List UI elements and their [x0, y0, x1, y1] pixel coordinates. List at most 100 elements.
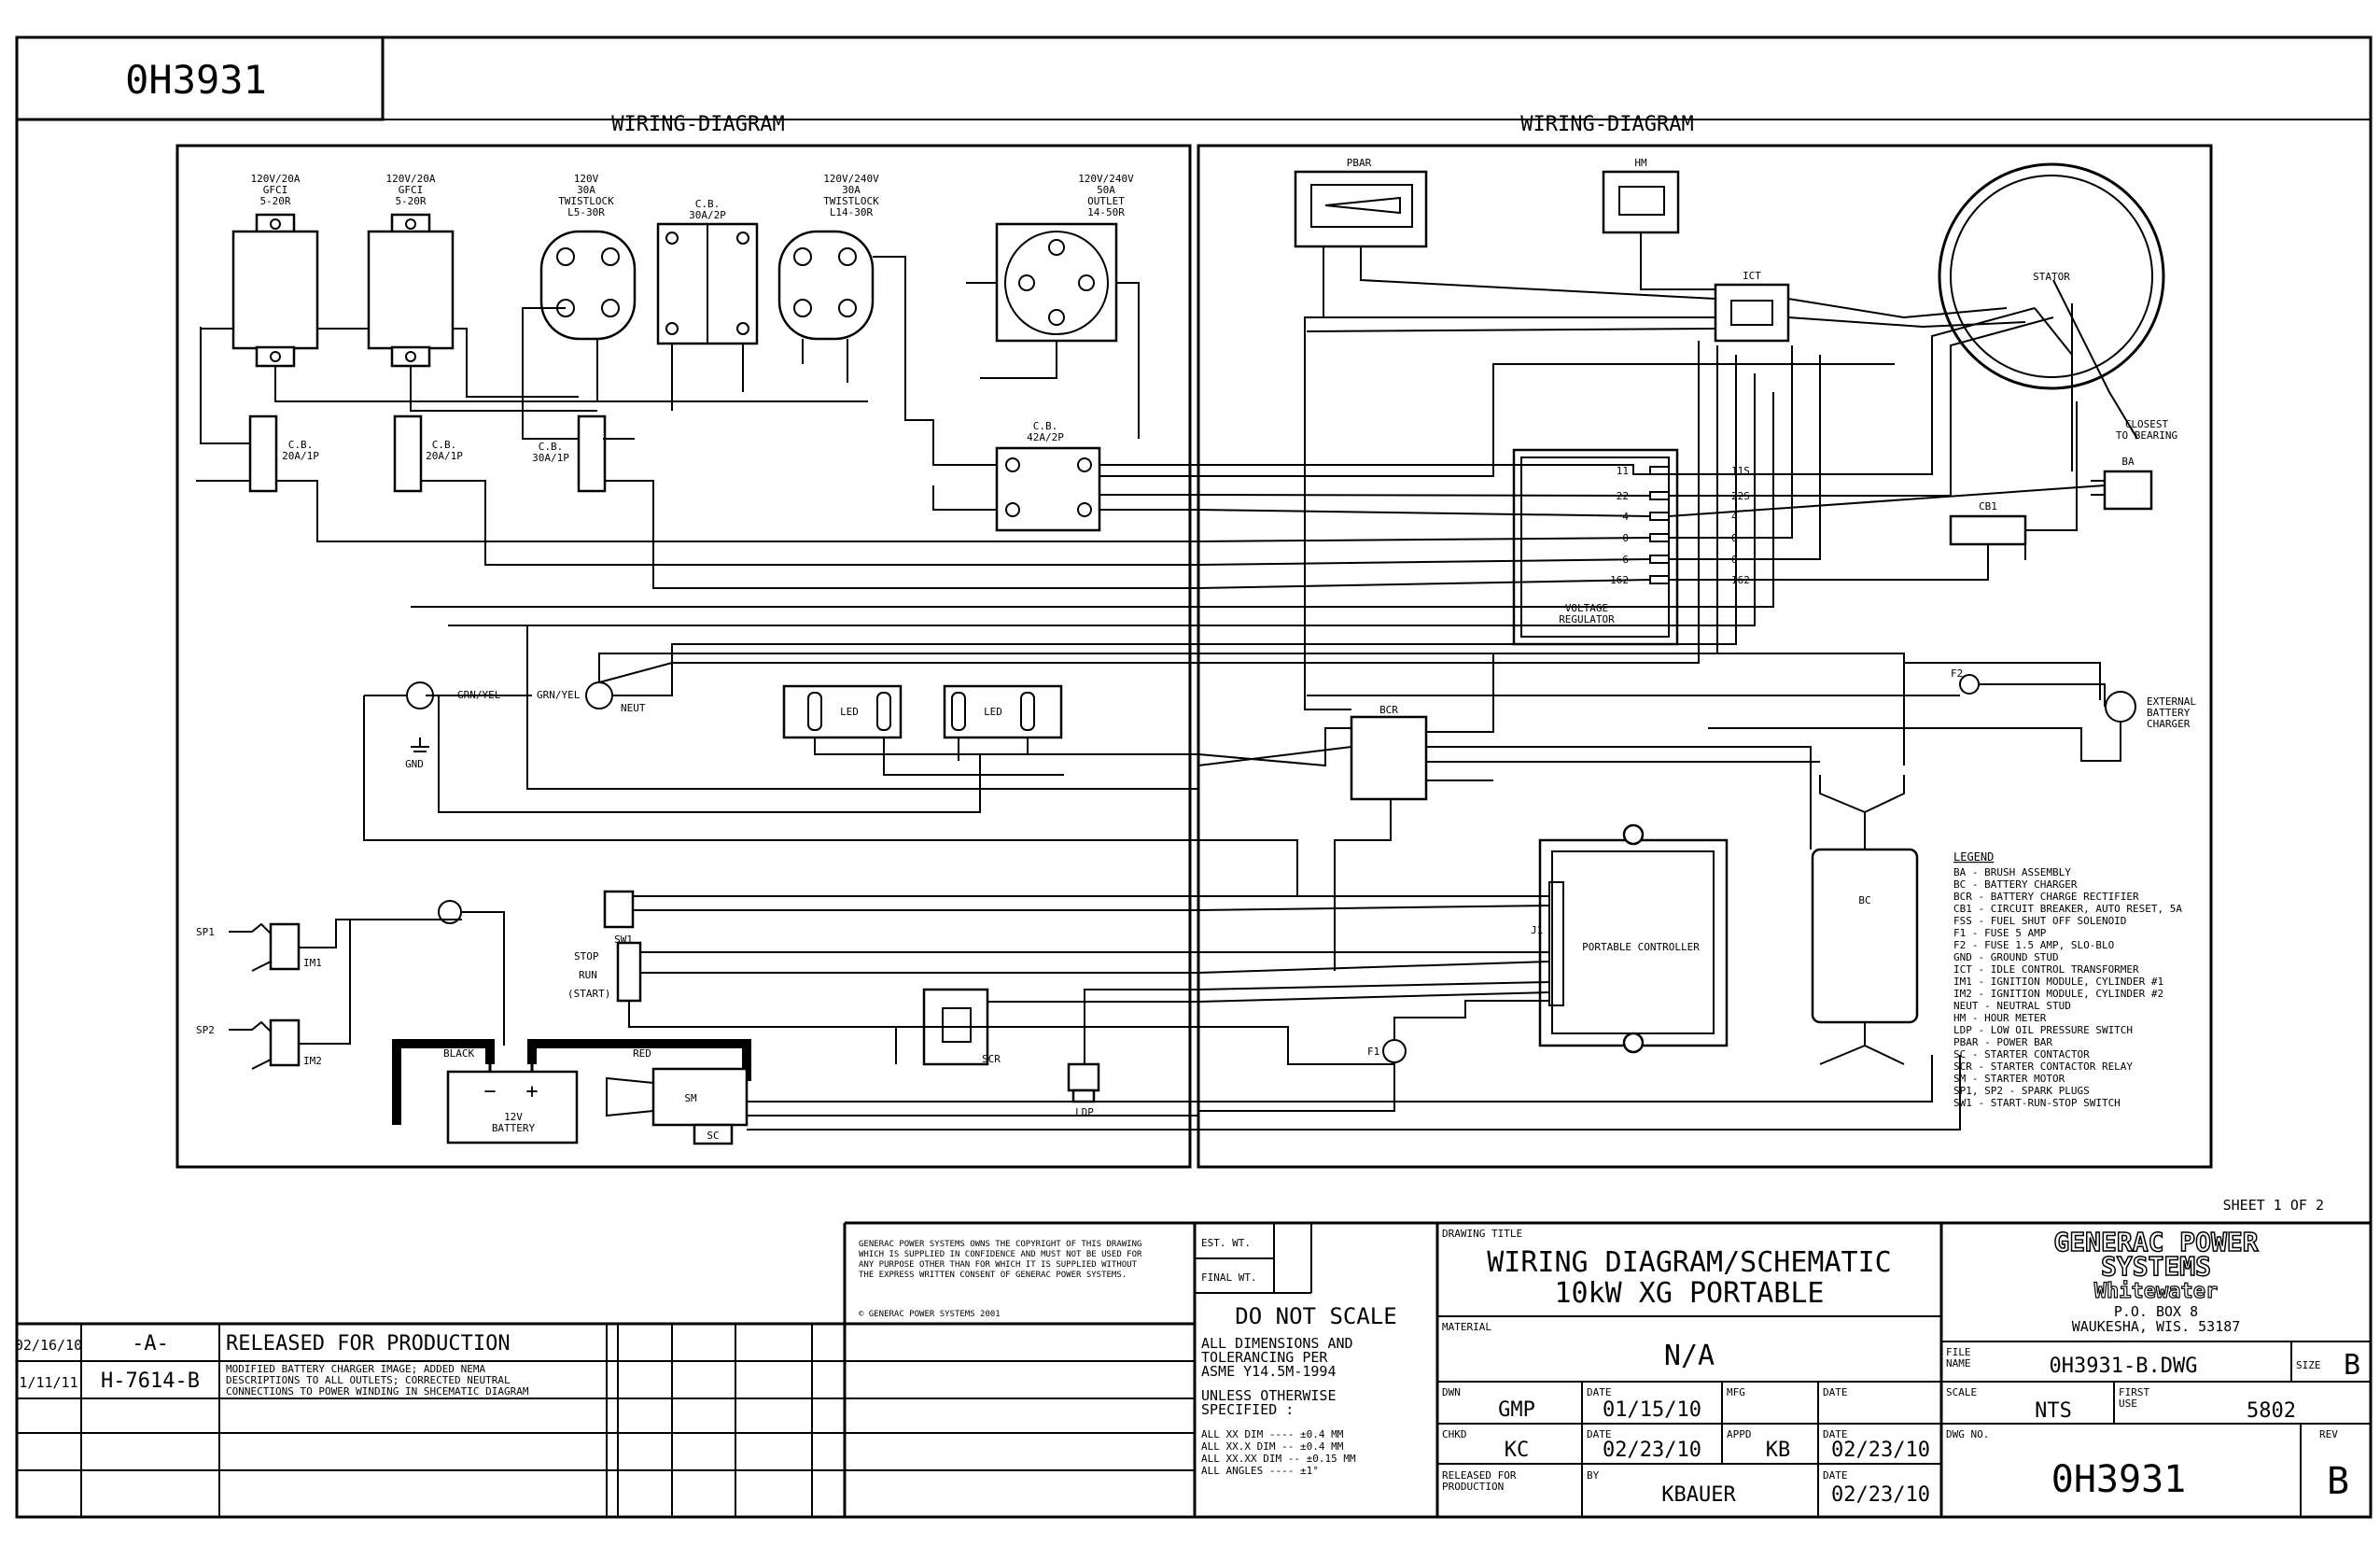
legend-item: ICT - IDLE CONTROL TRANSFORMER: [1953, 963, 2139, 976]
closest-label-1: CLOSEST: [2125, 418, 2169, 430]
f1-label: F1: [1367, 1046, 1379, 1058]
cb-30a-1p-label-2: 30A/1P: [532, 452, 569, 464]
panel-title-right: WIRING-DIAGRAM: [1520, 113, 1693, 136]
scale-label: SCALE: [1946, 1386, 1977, 1398]
rev-value: B: [2327, 1460, 2349, 1503]
revision-description: MODIFIED BATTERY CHARGER IMAGE; ADDED NE…: [226, 1363, 486, 1375]
svg-text:120V/20A: 120V/20A: [386, 173, 436, 185]
svg-text:ALL ANGLES ---- ±1°: ALL ANGLES ---- ±1°: [1201, 1465, 1319, 1477]
cb-20a-a-label-1: C.B.: [288, 439, 314, 451]
size-value: B: [2344, 1349, 2360, 1382]
gnd-label: GND: [405, 758, 424, 770]
svg-text:ALL XX.X DIM -- ±0.4 MM: ALL XX.X DIM -- ±0.4 MM: [1201, 1440, 1344, 1453]
revision-number: H-7614-B: [101, 1369, 200, 1393]
gfci-receptacle-1: [231, 213, 319, 368]
svg-text:SYSTEMS: SYSTEMS: [2101, 1251, 2211, 1282]
revision-number: -A-: [132, 1332, 169, 1355]
legend-item: BCR - BATTERY CHARGE RECTIFIER: [1953, 891, 2139, 903]
left-panel: [175, 144, 1192, 1169]
cb1-label: CB1: [1979, 500, 1997, 513]
svg-text:120V/240V: 120V/240V: [823, 173, 879, 185]
appd-label: APPD: [1727, 1428, 1752, 1440]
fss-connector: [438, 900, 462, 924]
cb-20a-b-label-2: 20A/1P: [426, 450, 463, 462]
receptacle-1-label: 120V/20A GFCI 5-20R: [251, 173, 301, 207]
bcr-label: BCR: [1379, 704, 1398, 716]
gfci-receptacle-2: [367, 213, 455, 368]
external-charger-connector: [2105, 691, 2136, 723]
svg-text:GFCI: GFCI: [399, 184, 424, 196]
legend-item: SP1, SP2 - SPARK PLUGS: [1953, 1085, 2090, 1097]
low-oil-pressure-switch: [1067, 1062, 1100, 1103]
ba-label: BA: [2121, 456, 2135, 468]
vr-out-11s: 11S: [1731, 465, 1750, 477]
svg-text:ASME Y14.5M-1994: ASME Y14.5M-1994: [1201, 1363, 1337, 1380]
vr-label-2: REGULATOR: [1559, 613, 1615, 625]
drawing-id-top: 0H3931: [125, 57, 267, 103]
neut-label: NEUT: [621, 702, 646, 714]
legend-item: HM - HOUR METER: [1953, 1012, 2047, 1024]
est-wt-label: EST. WT.: [1201, 1237, 1251, 1249]
cb-20a-b-label-1: C.B.: [432, 439, 457, 451]
battery-charger: [1811, 848, 1919, 1024]
scale-value: NTS: [2035, 1399, 2072, 1423]
legend-item: NEUT - NEUTRAL STUD: [1953, 1000, 2071, 1012]
svg-text:GENERAC POWER: GENERAC POWER: [2053, 1227, 2258, 1257]
address-line-2: WAUKESHA, WIS. 53187: [2072, 1318, 2241, 1335]
twistlock-l14-30r: [777, 230, 875, 341]
svg-text:5-20R: 5-20R: [259, 195, 290, 207]
svg-text:TOLERANCING PER: TOLERANCING PER: [1201, 1349, 1328, 1366]
pbar-label: PBAR: [1347, 157, 1372, 169]
dwn-date-label: DATE: [1587, 1386, 1612, 1398]
ldp-label: LDP: [1075, 1106, 1094, 1118]
vr-terminal-11: 11: [1617, 465, 1629, 477]
closest-label-2: TO BEARING: [2116, 429, 2177, 442]
battery-label-1: 12V: [504, 1111, 523, 1123]
address-line-1: P.O. BOX 8: [2114, 1303, 2198, 1320]
cb-42a-label-1: C.B.: [1033, 420, 1058, 432]
dwg-no: 0H3931: [2051, 1458, 2187, 1501]
legend-item: FSS - FUEL SHUT OFF SOLENOID: [1953, 915, 2126, 927]
right-panel: [1197, 144, 2213, 1169]
ext-charger-label-1: EXTERNAL: [2147, 695, 2196, 708]
do-not-scale: DO NOT SCALE: [1235, 1303, 1396, 1329]
svg-text:© GENERAC POWER SYSTEMS 2001: © GENERAC POWER SYSTEMS 2001: [859, 1310, 1001, 1319]
released-label-1: RELEASED FOR: [1442, 1469, 1517, 1482]
run-label: RUN: [579, 969, 597, 981]
rev-label: REV: [2319, 1428, 2338, 1440]
f2-label: F2: [1951, 667, 1963, 680]
black-battery-cable: [392, 1039, 495, 1125]
dwn-value: GMP: [1498, 1398, 1535, 1422]
cb-30a-1p: [577, 414, 607, 493]
vr-label-1: VOLTAGE: [1565, 602, 1608, 614]
led-box-1: [782, 684, 903, 739]
chkd-date: 02/23/10: [1603, 1439, 1701, 1462]
revision-description: DESCRIPTIONS TO ALL OUTLETS; CORRECTED N…: [226, 1374, 511, 1386]
im1-label: IM1: [303, 957, 322, 969]
power-bar: [1294, 170, 1428, 248]
legend-item: CB1 - CIRCUIT BREAKER, AUTO RESET, 5A: [1953, 903, 2182, 915]
sm-label: SM: [684, 1092, 697, 1104]
sheet-number: SHEET 1 OF 2: [2223, 1197, 2324, 1214]
svg-text:L5-30R: L5-30R: [567, 206, 605, 218]
revision-row-1: 02/16/10 -A- RELEASED FOR PRODUCTION: [15, 1332, 511, 1355]
battery-12v: − +: [446, 1064, 579, 1145]
grn-yel-label-2: GRN/YEL: [537, 689, 581, 701]
svg-text:30A: 30A: [577, 184, 595, 196]
cb-20a-a-label-2: 20A/1P: [282, 450, 319, 462]
legend-item: PBAR - POWER BAR: [1953, 1036, 2052, 1048]
legend-item: LDP - LOW OIL PRESSURE SWITCH: [1953, 1024, 2133, 1036]
file-name-label-1: FILE: [1946, 1346, 1971, 1358]
cb-42a-2p: [995, 446, 1101, 532]
legend-item: SM - STARTER MOTOR: [1953, 1073, 2065, 1085]
mfg-label: MFG: [1727, 1386, 1745, 1398]
chkd-label: CHKD: [1442, 1428, 1467, 1440]
svg-text:30A: 30A: [842, 184, 861, 196]
copyright-notice: GENERAC POWER SYSTEMS OWNS THE COPYRIGHT…: [859, 1240, 1142, 1319]
legend-item: SW1 - START-RUN-STOP SWITCH: [1953, 1097, 2121, 1109]
red-battery-cable: [527, 1039, 751, 1081]
receptacle-5-label: 120V/240V 50A OUTLET 14-50R: [1078, 173, 1134, 218]
legend-item: SC - STARTER CONTACTOR: [1953, 1048, 2090, 1060]
hour-meter: [1602, 170, 1680, 234]
title-block-grid: [17, 1221, 2371, 1517]
